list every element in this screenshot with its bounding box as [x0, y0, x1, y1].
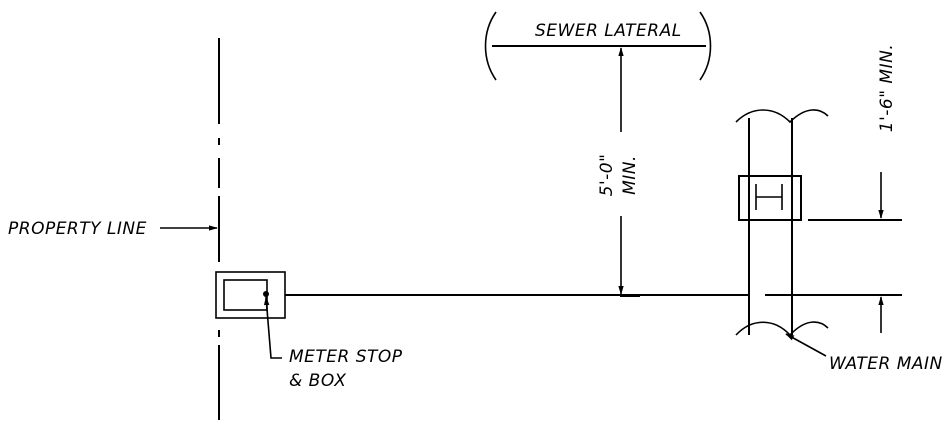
meter-box [215, 271, 286, 319]
meter-stop-leader [263, 296, 282, 359]
water-main-pipe [735, 109, 829, 337]
property-line-label: PROPERTY LINE [8, 219, 147, 239]
meter-stop-label-line1: METER STOP [289, 347, 403, 367]
vertical-clearance-label: 1'-6" MIN. [877, 44, 897, 132]
water-main-label: WATER MAIN [829, 354, 943, 374]
sewer-lateral [484, 11, 712, 81]
sewer-lateral-label: SEWER LATERAL [535, 21, 682, 41]
sewer-clearance-min: MIN. [620, 155, 640, 195]
meter-stop-label-line2: & BOX [289, 371, 346, 391]
sewer-clearance-value: 5'-0" [597, 154, 617, 197]
sewer-crossing-box [738, 175, 802, 221]
water-main-leader-arrow [785, 333, 827, 357]
